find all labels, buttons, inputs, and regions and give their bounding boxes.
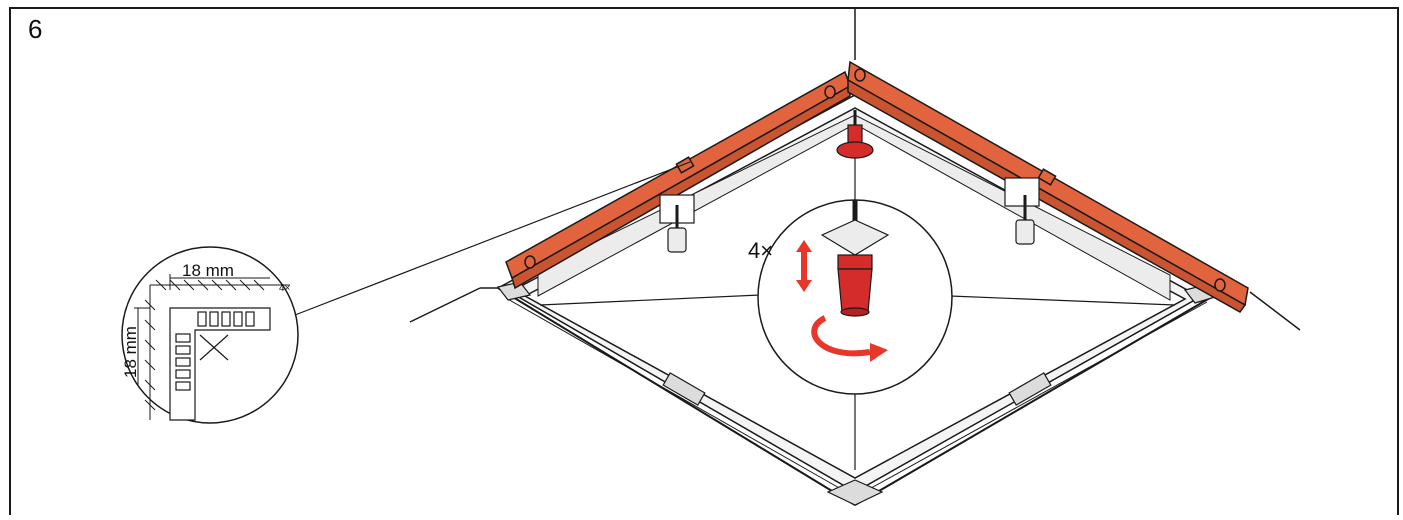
dimension-lines	[134, 274, 270, 385]
adjustable-foot-detail	[837, 254, 873, 317]
rotate-arrow-icon	[811, 315, 888, 362]
frame-profile	[169, 307, 271, 421]
bracket-plate	[820, 219, 890, 256]
dimension-horizontal-label: 18 mm	[182, 261, 234, 280]
adjustable-foot-rear	[836, 110, 874, 159]
detail-quantity-label: 4×	[279, 283, 291, 294]
adjust-callout: 4×	[748, 199, 953, 395]
detail-leader-line	[294, 161, 691, 316]
detail-callout: 18 mm 4× 18 mm	[121, 246, 299, 424]
panel-border	[9, 7, 1399, 520]
spirit-level-right	[847, 60, 1249, 313]
step-number: 6	[28, 14, 43, 44]
dimension-vertical-label: 18 mm	[121, 326, 140, 378]
adjustable-foot-right	[1004, 177, 1040, 245]
wall-corner	[409, 8, 1301, 331]
wall-hatch	[144, 279, 290, 420]
adjustable-foot-left	[659, 194, 695, 253]
adjust-quantity-label: 4×	[748, 238, 773, 263]
up-down-arrow-icon	[796, 240, 812, 292]
